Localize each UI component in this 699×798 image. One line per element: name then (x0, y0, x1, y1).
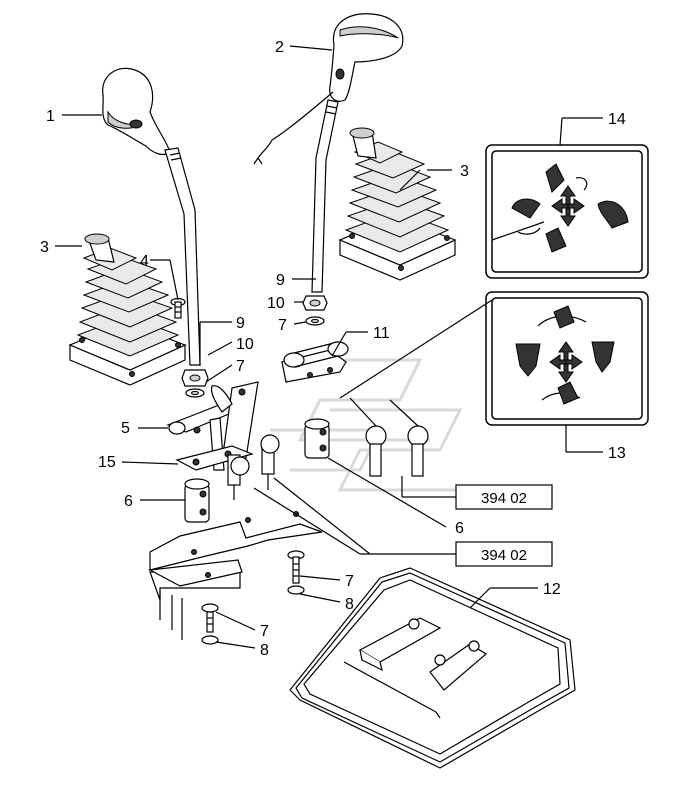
bolt-part-4 (170, 297, 186, 319)
nut-center (302, 295, 328, 311)
callout-8-lower-center: 8 (345, 596, 354, 613)
screw-lower-center (287, 550, 305, 595)
coupling-sleeve-left (184, 478, 210, 523)
screw-lower-left (201, 603, 219, 645)
callout-8-lower-left: 8 (260, 642, 269, 659)
washer-center (305, 316, 325, 326)
callout-13: 13 (608, 445, 626, 462)
ball-joint-right-pair (349, 397, 429, 477)
link-plate-11 (280, 341, 349, 383)
callout-9-center: 9 (276, 272, 285, 289)
leader-lines (55, 45, 603, 649)
decal-13 (485, 291, 649, 426)
callout-7-lower-left: 7 (260, 623, 269, 640)
callout-4: 4 (140, 253, 149, 270)
callout-5: 5 (121, 420, 130, 437)
joystick-handle-center (253, 13, 404, 165)
ref-box-upper-label: 394 02 (481, 490, 527, 507)
callout-3-right: 3 (460, 163, 469, 180)
callout-10-left: 10 (236, 336, 254, 353)
mounting-plate-15 (175, 445, 254, 471)
callout-6-left: 6 (124, 493, 133, 510)
callout-9-left: 9 (236, 315, 245, 332)
callout-15: 15 (98, 454, 116, 471)
nut-left (181, 369, 209, 387)
control-lever-center (311, 99, 339, 293)
callout-12: 12 (543, 581, 561, 598)
callout-14: 14 (608, 111, 626, 128)
ref-box-lower-label: 394 02 (481, 547, 527, 564)
callout-1: 1 (46, 108, 55, 125)
coupling-sleeve-center (304, 418, 330, 459)
ball-joint-center (227, 434, 280, 500)
callout-7-lower-center: 7 (345, 573, 354, 590)
callout-11: 11 (373, 325, 390, 342)
floor-mat-12 (289, 567, 576, 769)
callout-2: 2 (275, 39, 284, 56)
joystick-handle-left (102, 67, 171, 156)
callout-7-left: 7 (236, 358, 245, 375)
callout-10-center: 10 (267, 295, 285, 312)
washer-left (185, 388, 205, 398)
ref-box-lower: 394 02 (455, 541, 553, 567)
lever-arm (210, 381, 259, 463)
callout-3-left: 3 (40, 239, 49, 256)
rubber-boot-left (68, 233, 187, 386)
base-plate (148, 511, 323, 640)
callout-6-right: 6 (455, 520, 464, 537)
callout-labels: 1 2 3 3 4 9 10 7 5 15 6 9 10 7 11 6 7 8 … (40, 39, 626, 659)
callout-7-center: 7 (278, 317, 287, 334)
decal-14 (485, 144, 649, 279)
rubber-boot-right (338, 127, 457, 281)
ref-box-upper: 394 02 (455, 484, 553, 510)
